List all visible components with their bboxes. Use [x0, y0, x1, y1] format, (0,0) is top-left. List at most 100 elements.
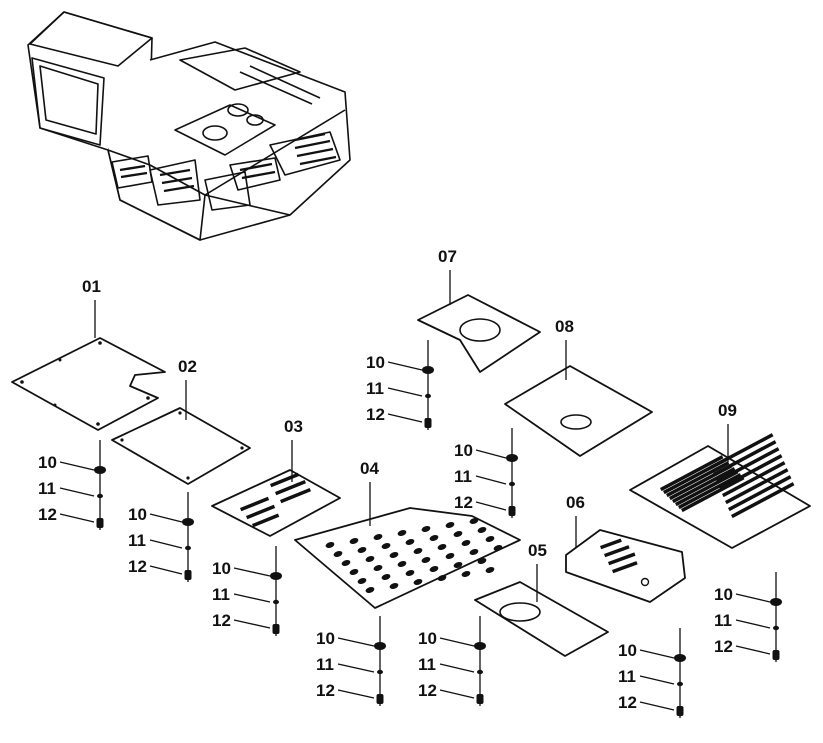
- perforation-hole: [381, 573, 391, 581]
- perforation-hole: [445, 521, 455, 529]
- label-12: 12: [418, 681, 437, 700]
- bolt-12: [676, 706, 684, 716]
- lockwasher-11: [509, 481, 515, 487]
- part-01-cover: [11, 337, 166, 431]
- label-12: 12: [316, 681, 335, 700]
- perforation-hole: [405, 569, 415, 577]
- lockwasher-11: [273, 599, 279, 605]
- grille-slot: [660, 455, 724, 492]
- part-09-grille: [629, 433, 811, 549]
- perforation-hole: [485, 535, 495, 543]
- grille-slot: [727, 475, 792, 512]
- grille-slot: [710, 433, 774, 470]
- perforation-hole: [485, 566, 495, 574]
- washer-10: [182, 518, 194, 526]
- perforation-hole: [469, 548, 479, 556]
- washer-10: [506, 454, 518, 462]
- label-10: 10: [38, 453, 57, 472]
- label-10: 10: [618, 641, 637, 660]
- washer-10: [374, 642, 386, 650]
- label-10: 10: [366, 353, 385, 372]
- label-11: 11: [38, 479, 56, 498]
- label-10: 10: [714, 585, 733, 604]
- label-11: 11: [454, 467, 472, 486]
- label-10: 10: [454, 441, 473, 460]
- part-08-cover: [504, 365, 653, 457]
- part-04-holes: [325, 517, 503, 594]
- lockwasher-11: [477, 669, 483, 675]
- part-05-cover: [474, 581, 609, 657]
- fastener-stack-5: 10 11 12: [418, 616, 486, 706]
- washer-10: [422, 366, 434, 374]
- perforation-hole: [477, 526, 487, 534]
- grille-slot: [677, 473, 742, 510]
- label-06: 06: [566, 493, 585, 512]
- perforation-hole: [373, 564, 383, 572]
- label-12: 12: [618, 693, 637, 712]
- label-12: 12: [454, 493, 473, 512]
- label-05: 05: [528, 541, 547, 560]
- washer-10: [94, 466, 106, 474]
- part-07-cover: [417, 294, 541, 373]
- lockwasher-11: [425, 393, 431, 399]
- perforation-hole: [461, 570, 471, 578]
- bolt-12: [96, 518, 104, 528]
- label-12: 12: [212, 611, 231, 630]
- perforation-hole: [365, 555, 375, 563]
- washer-10: [474, 642, 486, 650]
- label-11: 11: [366, 379, 384, 398]
- grille-slot: [730, 482, 795, 519]
- perforation-hole: [469, 517, 479, 525]
- part-04-perforated-cover: [294, 507, 521, 609]
- perforation-hole: [437, 574, 447, 582]
- perforation-hole: [341, 559, 351, 567]
- part-03-grille: [211, 469, 341, 537]
- label-11: 11: [618, 667, 636, 686]
- label-12: 12: [128, 557, 147, 576]
- bolt-12: [424, 418, 432, 428]
- perforation-hole: [477, 557, 487, 565]
- fastener-stack-7: 10 11 12: [366, 340, 434, 430]
- label-03: 03: [284, 417, 303, 436]
- bolt-12: [772, 650, 780, 660]
- perforation-hole: [453, 530, 463, 538]
- washer-10: [674, 654, 686, 662]
- label-11: 11: [418, 655, 436, 674]
- lockwasher-11: [185, 545, 191, 551]
- perforation-hole: [357, 546, 367, 554]
- perforation-hole: [325, 541, 335, 549]
- perforation-hole: [437, 543, 447, 551]
- label-11: 11: [128, 531, 146, 550]
- perforation-hole: [429, 565, 439, 573]
- label-10: 10: [418, 629, 437, 648]
- fastener-stack-8: 10 11 12: [454, 428, 518, 518]
- fastener-stack-6: 10 11 12: [618, 628, 686, 718]
- perforation-hole: [365, 586, 375, 594]
- label-12: 12: [38, 505, 57, 524]
- perforation-hole: [421, 525, 431, 533]
- grille-slot: [713, 440, 777, 477]
- perforation-hole: [445, 552, 455, 560]
- lockwasher-11: [97, 493, 103, 499]
- label-10: 10: [316, 629, 335, 648]
- perforation-hole: [349, 537, 359, 545]
- perforation-hole: [421, 556, 431, 564]
- perforation-hole: [405, 538, 415, 546]
- label-01: 01: [82, 277, 101, 296]
- label-10: 10: [212, 559, 231, 578]
- bolt-12: [476, 694, 484, 704]
- lockwasher-11: [377, 669, 383, 675]
- perforation-hole: [349, 568, 359, 576]
- bolt-12: [508, 506, 516, 516]
- label-12: 12: [366, 405, 385, 424]
- perforation-hole: [413, 547, 423, 555]
- grille-slot: [725, 468, 789, 505]
- perforation-hole: [413, 578, 423, 586]
- part-09-slots: [660, 433, 795, 519]
- label-04: 04: [360, 459, 379, 478]
